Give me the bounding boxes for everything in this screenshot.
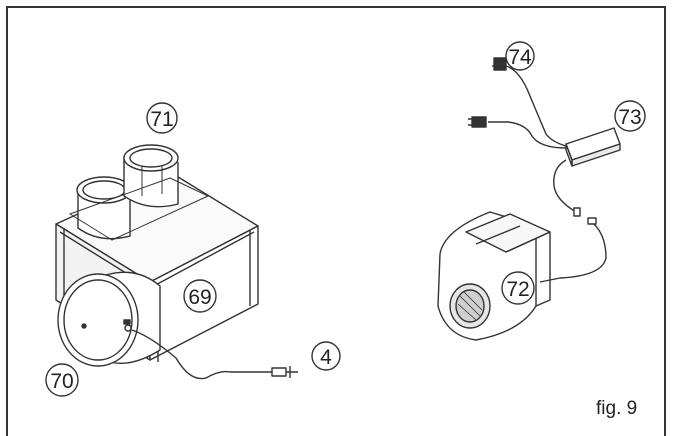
callout-73: 73: [618, 106, 641, 129]
callout-circle-72: [501, 271, 535, 305]
callout-circle-73: [614, 100, 646, 132]
inlet-collar: [57, 271, 161, 367]
callout-4: 4: [320, 346, 332, 369]
sensor-cable: [131, 329, 298, 380]
figure-frame: [6, 6, 666, 436]
callout-circle-4: [311, 341, 341, 371]
callout-71: 71: [150, 108, 173, 131]
outlet-collars: [69, 144, 209, 241]
figure-caption: fig. 9: [596, 398, 638, 419]
fan-unit: [437, 211, 551, 341]
callout-circle-74: [505, 41, 535, 71]
control-unit: [565, 127, 621, 167]
callout-72: 72: [506, 278, 529, 301]
callout-69: 69: [188, 286, 211, 309]
callout-circle-69: [183, 279, 217, 313]
callout-70: 70: [50, 370, 73, 393]
callout-74: 74: [508, 46, 532, 69]
wiring-harness: [468, 57, 607, 283]
callout-circle-71: [146, 102, 178, 134]
callout-circle-70: [45, 363, 79, 397]
